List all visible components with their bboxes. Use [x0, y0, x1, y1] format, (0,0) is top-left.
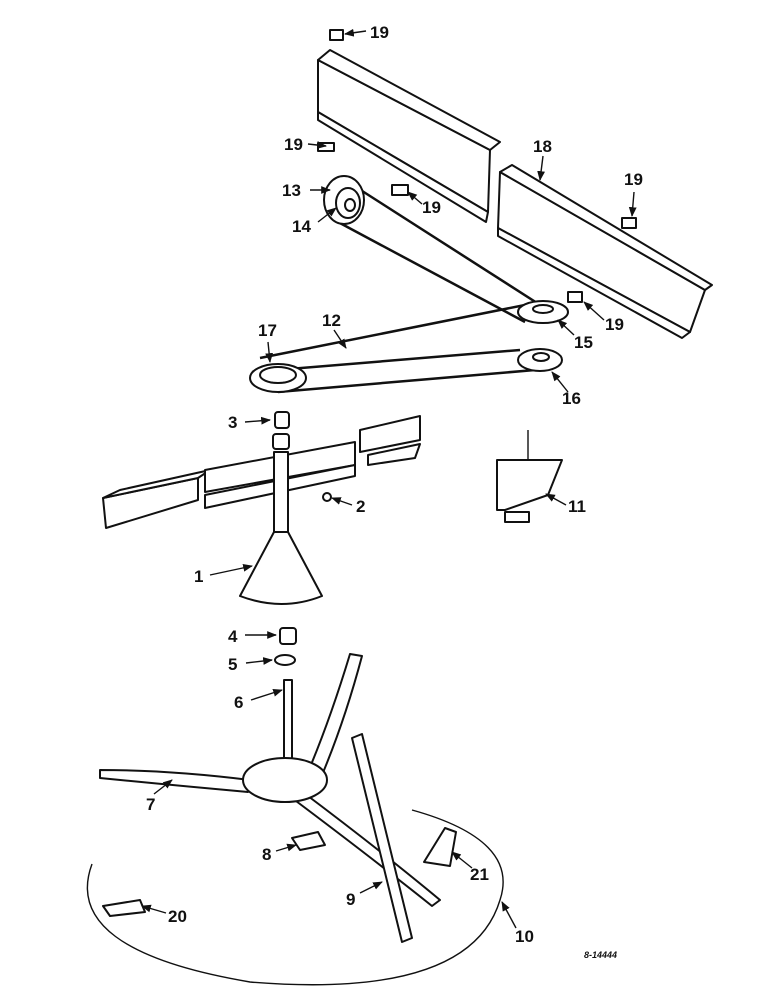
callout-19c: 19: [422, 198, 441, 217]
callout-11: 11: [568, 497, 586, 516]
channel-left: [317, 49, 501, 223]
callout-19b: 19: [284, 135, 303, 154]
callout-15: 15: [574, 333, 593, 352]
callout-labels: 19 19 13 14 19 18 19 19 15 16 17 12 3 2 …: [146, 23, 643, 946]
clip-8: [291, 831, 326, 851]
callout-3: 3: [228, 413, 237, 432]
collar-4: [279, 627, 297, 645]
callout-2: 2: [356, 497, 365, 516]
paddle-21: [423, 827, 457, 867]
callout-12: 12: [322, 311, 341, 330]
pulley-upper: [323, 175, 365, 225]
pulley-17: [249, 363, 307, 393]
reference-number: 8-14444: [584, 950, 617, 960]
callout-21: 21: [470, 865, 489, 884]
bracket-19: [317, 29, 637, 303]
callout-4: 4: [228, 627, 238, 646]
callout-1: 1: [194, 567, 203, 586]
callout-16: 16: [562, 389, 581, 408]
callout-5: 5: [228, 655, 237, 674]
ring-10: [86, 809, 504, 986]
washer-5: [274, 654, 296, 666]
callout-20: 20: [168, 907, 187, 926]
callout-8: 8: [262, 845, 271, 864]
bar-9: [351, 733, 413, 943]
bolt-2: [322, 492, 332, 502]
rail-assembly: [102, 415, 421, 529]
callout-14: 14: [292, 217, 311, 236]
callout-13: 13: [282, 181, 301, 200]
clip-20: [102, 899, 146, 917]
collar-3: [272, 411, 290, 450]
callout-19e: 19: [605, 315, 624, 334]
pulley-15: [517, 300, 569, 324]
callout-19d: 19: [624, 170, 643, 189]
pulley-16: [517, 348, 563, 372]
callout-18: 18: [533, 137, 552, 156]
shaft-6: [283, 679, 293, 771]
callout-7: 7: [146, 795, 155, 814]
callout-17: 17: [258, 321, 277, 340]
spider-7: [99, 653, 441, 907]
leader-lines: [141, 28, 637, 929]
cone-1: [239, 451, 323, 605]
callout-10: 10: [515, 927, 534, 946]
bracket-11: [496, 430, 563, 523]
callout-19a: 19: [370, 23, 389, 42]
channel-right: [497, 164, 713, 339]
callout-9: 9: [346, 890, 355, 909]
callout-6: 6: [234, 693, 243, 712]
